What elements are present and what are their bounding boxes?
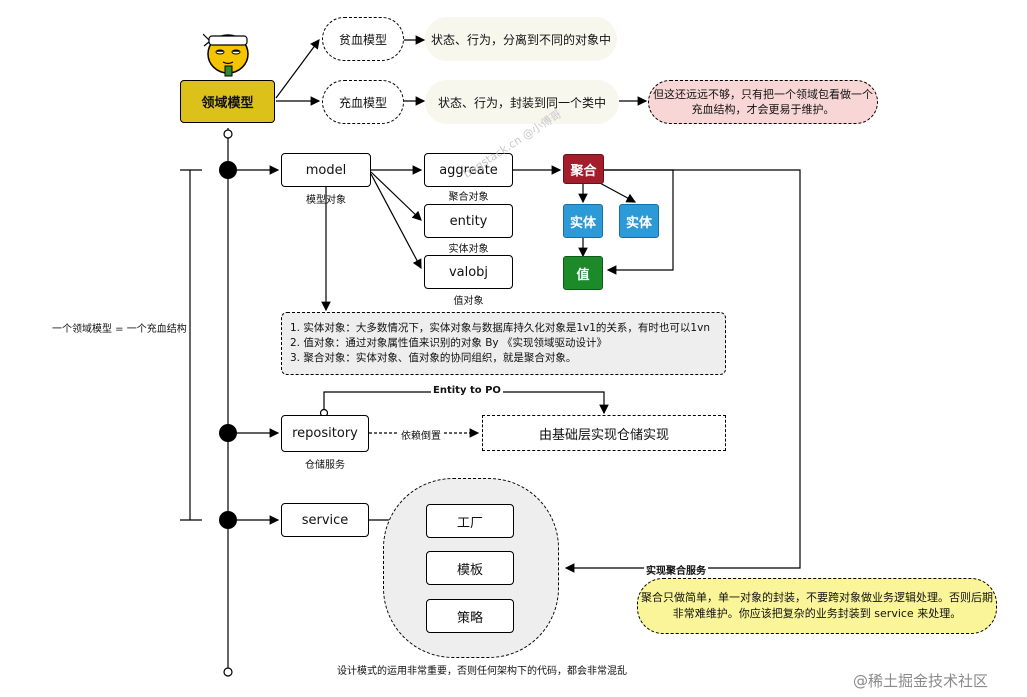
entity-label: entity bbox=[449, 213, 488, 229]
rich-note-line2: 充血结构，才会更易于维护。 bbox=[691, 103, 835, 116]
arrow-agg-to-child2 bbox=[597, 181, 637, 203]
domain-model-label: 领域模型 bbox=[201, 96, 254, 111]
pattern-template-label: 模板 bbox=[456, 562, 483, 578]
bottom-text: 设计模式的运用非常重要，否则任何架构下的代码，都会非常混乱 bbox=[337, 666, 627, 677]
rich-desc-box: 状态、行为，封装到同一个类中 bbox=[425, 80, 619, 124]
model-label: model bbox=[305, 162, 347, 178]
entity-box: entity bbox=[424, 204, 513, 238]
spine-top-circle bbox=[223, 129, 233, 139]
notes-box: 1. 实体对象：大多数情况下，实体对象与数据库持久化对象是1v1的关系，有时也可… bbox=[281, 312, 726, 375]
note-line-1: 1. 实体对象：大多数情况下，实体对象与数据库持久化对象是1v1的关系，有时也可… bbox=[290, 322, 710, 334]
agg-root-box: 聚合 bbox=[563, 154, 604, 184]
service-label: service bbox=[301, 512, 349, 528]
agg-note-line1: 聚合只做简单，单一对象的封装，不要跨对象做业务逻辑处理。否则后期 bbox=[641, 591, 993, 604]
entity-caption: 实体对象 bbox=[448, 244, 489, 255]
infra-box: 由基础层实现仓储实现 bbox=[482, 415, 726, 451]
entity-to-po-label: Entity to PO bbox=[431, 385, 503, 396]
spine-bottom-circle bbox=[223, 667, 233, 677]
pattern-strategy-box: 策略 bbox=[426, 599, 514, 633]
agg-note-line2: 非常难维护。你应该把复杂的业务封装到 service 来处理。 bbox=[672, 607, 962, 620]
mascot-icon bbox=[202, 22, 253, 78]
pattern-strategy-label: 策略 bbox=[456, 610, 483, 626]
agg-value-label: 值 bbox=[576, 267, 590, 283]
repository-label: repository bbox=[292, 426, 358, 441]
valobj-caption: 值对象 bbox=[453, 296, 484, 307]
spine-node-model bbox=[219, 161, 237, 179]
arrow-model-to-valobj bbox=[370, 173, 422, 270]
aggreate-caption: 聚合对象 bbox=[448, 192, 489, 203]
dependency-inversion-label: 依赖倒置 bbox=[399, 427, 443, 442]
service-box: service bbox=[281, 503, 369, 537]
domain-model-box: 领域模型 bbox=[180, 80, 275, 123]
agg-note-box: 聚合只做简单，单一对象的封装，不要跨对象做业务逻辑处理。否则后期 非常难维护。你… bbox=[637, 578, 997, 634]
agg-child2-label: 实体 bbox=[625, 215, 652, 231]
infra-label: 由基础层实现仓储实现 bbox=[538, 427, 669, 443]
valobj-box: valobj bbox=[424, 255, 513, 289]
anemic-desc-box: 状态、行为，分离到不同的对象中 bbox=[425, 17, 617, 61]
rich-note-box: 但这还远远不够，只有把一个领域包看做一个 充血结构，才会更易于维护。 bbox=[648, 80, 878, 124]
note-line-2: 2. 值对象：通过对象属性值来识别的对象 By 《实现领域驱动设计》 bbox=[290, 337, 607, 349]
anemic-desc: 状态、行为，分离到不同的对象中 bbox=[430, 32, 611, 47]
aggreate-label: aggreate bbox=[439, 162, 498, 178]
arrow-domain-to-anemic bbox=[275, 39, 320, 99]
model-caption: 模型对象 bbox=[306, 195, 346, 206]
rich-note-line1: 但这还远远不够，只有把一个领域包看做一个 bbox=[653, 88, 873, 101]
agg-value-box: 值 bbox=[563, 256, 603, 290]
agg-child2-box: 实体 bbox=[619, 204, 659, 238]
repository-box: repository bbox=[281, 415, 369, 452]
rich-desc: 状态、行为，封装到同一个类中 bbox=[437, 95, 606, 110]
spine-node-repository bbox=[219, 424, 237, 442]
note-line-3: 3. 聚合对象：实体对象、值对象的协同组织，就是聚合对象。 bbox=[290, 352, 577, 364]
rich-model-box: 充血模型 bbox=[322, 80, 404, 124]
repository-caption: 仓储服务 bbox=[305, 460, 345, 471]
model-box: model bbox=[281, 153, 371, 187]
pattern-factory-label: 工厂 bbox=[456, 515, 483, 531]
pattern-factory-box: 工厂 bbox=[426, 504, 514, 538]
agg-root-label: 聚合 bbox=[570, 163, 597, 179]
pattern-template-box: 模板 bbox=[426, 551, 514, 585]
spine-node-service bbox=[219, 511, 237, 529]
agg-child1-label: 实体 bbox=[569, 215, 596, 231]
valobj-label: valobj bbox=[448, 264, 489, 280]
brand-watermark: @稀土掘金技术社区 bbox=[853, 672, 989, 690]
agg-child1-box: 实体 bbox=[563, 204, 603, 238]
anemic-model-box: 贫血模型 bbox=[322, 17, 404, 61]
side-label: 一个领域模型 = 一个充血结构 bbox=[52, 324, 187, 335]
arrow-model-to-entity bbox=[370, 171, 422, 221]
implement-agg-label: 实现聚合服务 bbox=[644, 562, 708, 577]
aggreate-box: aggreate bbox=[424, 153, 513, 187]
rich-model-label: 充血模型 bbox=[338, 95, 387, 110]
anemic-model-label: 贫血模型 bbox=[338, 32, 387, 47]
